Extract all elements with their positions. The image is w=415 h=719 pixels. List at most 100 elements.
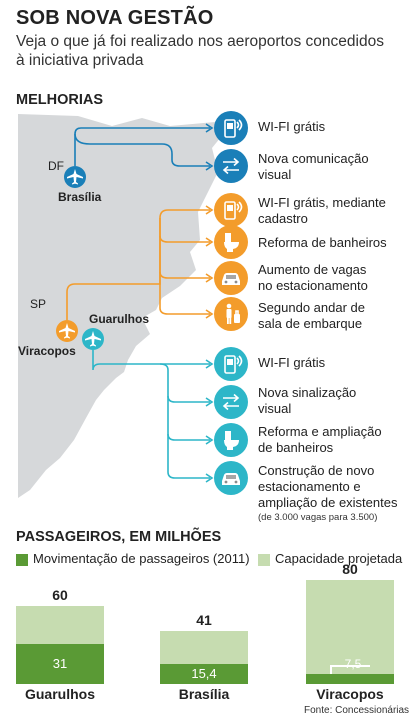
airport-brasilia-icon (64, 166, 86, 188)
brasilia-arrow-1 (205, 161, 214, 171)
person-luggage-icon (226, 303, 240, 324)
car-icon (222, 273, 240, 285)
guarulhos-line-2 (167, 433, 210, 441)
viracopos-arrow-0 (205, 205, 214, 215)
viracopos-line-3 (159, 307, 210, 315)
label-viracopos: Viracopos (18, 344, 76, 358)
guarulhos-item-2-line-0: Reforma e ampliação (258, 424, 382, 439)
viracopos-item-0-line-0: WI-FI grátis, mediante (258, 195, 386, 210)
plane-icon (85, 331, 101, 347)
arrows-icon (222, 393, 240, 411)
label-sp: SP (30, 297, 47, 311)
guarulhos-line-1 (167, 395, 210, 403)
guarulhos-item-2-badge (214, 423, 248, 457)
viracopos-item-3-line-1: sala de embarque (258, 316, 363, 331)
guarulhos-arrow-0 (205, 359, 214, 369)
category-label-0: Guarulhos (24, 686, 95, 702)
page-title: SOB NOVA GESTÃO (16, 7, 214, 29)
guarulhos-line-trunk (92, 350, 169, 472)
phone-wifi-icon (224, 355, 243, 374)
toilet-icon (224, 431, 239, 450)
viracopos-item-1-label: Reforma de banheiros (258, 235, 387, 251)
bar-movimentacao-1 (160, 663, 248, 684)
viracopos-arrow-2 (205, 273, 214, 283)
guarulhos-note: (de 3.000 vagas para 3.500) (258, 512, 378, 523)
guarulhos-item-0-label: WI-FI grátis (258, 355, 325, 371)
viracopos-arrow-3 (205, 309, 214, 319)
value-label-movimentacao-2: 7,5 (344, 657, 362, 672)
legend-label-capacidade: Capacidade projetada (275, 551, 403, 566)
viracopos-item-2-badge (214, 261, 248, 295)
guarulhos-item-3-line-2: ampliação de existentes (258, 495, 398, 510)
brasilia-item-1-line-0: Nova comunicação (258, 151, 369, 166)
viracopos-item-2-line-0: Aumento de vagas (258, 262, 367, 277)
viracopos-line-2 (159, 271, 210, 279)
viracopos-item-2-line-1: no estacionamento (258, 278, 368, 293)
viracopos-item-0-line-1: cadastro (258, 211, 308, 226)
value-label-movimentacao-1: 15,4 (191, 665, 217, 681)
brasilia-line-1 (74, 133, 210, 167)
value-label-movimentacao-0: 31 (52, 655, 68, 671)
arrows-icon (222, 157, 240, 175)
guarulhos-item-2-line-1: de banheiros (258, 440, 334, 455)
brasilia-item-1-line-1: visual (258, 167, 292, 182)
viracopos-item-3-line-0: Segundo andar de (258, 300, 365, 315)
viracopos-item-1-badge (214, 225, 248, 259)
plane-icon (67, 169, 83, 185)
brasilia-arrow-0 (205, 123, 214, 133)
plane-icon (59, 323, 75, 339)
bar-movimentacao-0 (16, 643, 104, 684)
value-label-capacidade-0: 60 (52, 587, 68, 603)
viracopos-item-3-badge (214, 297, 248, 331)
toilet-icon (224, 233, 239, 252)
brasilia-item-0-line-0: WI-FI grátis (258, 119, 326, 134)
label-df: DF (48, 159, 64, 173)
guarulhos-item-1-line-1: visual (258, 401, 292, 416)
airport-viracopos-icon (56, 320, 78, 342)
car-icon (222, 473, 240, 485)
guarulhos-item-3-badge (214, 461, 248, 495)
viracopos-item-1-line-0: Reforma de banheiros (258, 235, 387, 250)
legend-swatch-capacidade (258, 554, 270, 566)
brasilia-item-0-badge (214, 111, 248, 145)
value-label-capacidade-1: 41 (196, 611, 212, 628)
guarulhos-item-3-line-0: Construção de novo (258, 463, 375, 478)
viracopos-line-1 (159, 235, 210, 243)
guarulhos-line-3 (167, 471, 210, 479)
legend-label-movimentacao: Movimentação de passageiros (2011) (33, 551, 250, 566)
value-leader-2 (330, 665, 332, 675)
viracopos-item-0-badge (214, 193, 248, 227)
category-label-1: Brasília (178, 686, 230, 702)
phone-wifi-icon (224, 119, 243, 138)
guarulhos-arrow-1 (205, 397, 214, 407)
airport-guarulhos-icon (82, 328, 104, 350)
phone-wifi-icon (224, 201, 243, 220)
category-label-2: Viracopos (316, 686, 384, 702)
source-note: Fonte: Concessionárias (304, 705, 410, 716)
guarulhos-item-0-line-0: WI-FI grátis (258, 355, 326, 370)
viracopos-arrow-1 (205, 237, 214, 247)
guarulhos-arrow-3 (205, 473, 214, 483)
chart-title: PASSAGEIROS, EM MILHÕES (16, 529, 222, 545)
guarulhos-arrow-2 (205, 435, 214, 445)
value-label-capacidade-2: 80 (342, 561, 358, 577)
brasilia-line-0 (74, 127, 210, 166)
label-guarulhos: Guarulhos (89, 312, 150, 326)
section-melhorias-title: MELHORIAS (16, 92, 103, 108)
guarulhos-item-1-badge (214, 385, 248, 419)
bar-movimentacao-2 (306, 674, 394, 684)
value-leader-h-2 (330, 665, 370, 667)
guarulhos-item-0-badge (214, 347, 248, 381)
legend-swatch-movimentacao (16, 554, 28, 566)
page-subtitle: Veja o que já foi realizado nos aeroport… (16, 33, 384, 69)
guarulhos-item-1-line-0: Nova sinalização (258, 385, 357, 400)
brasilia-item-1-badge (214, 149, 248, 183)
